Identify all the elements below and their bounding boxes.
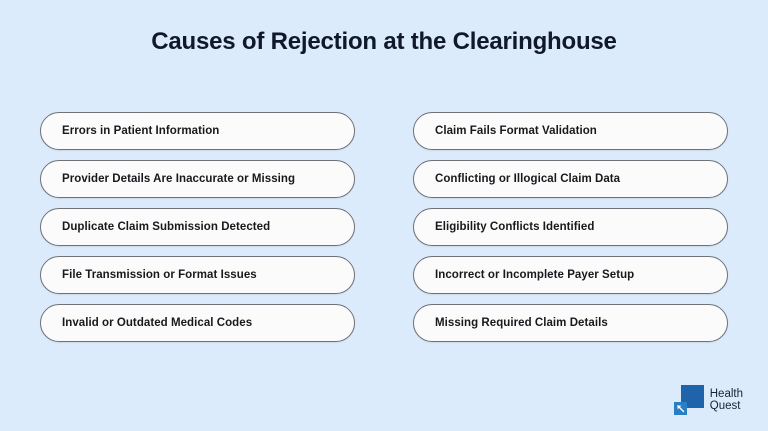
cause-item[interactable]: Invalid or Outdated Medical Codes	[40, 304, 355, 342]
cause-item[interactable]: Conflicting or Illogical Claim Data	[413, 160, 728, 198]
cause-item-label: Invalid or Outdated Medical Codes	[62, 317, 253, 329]
page-title: Causes of Rejection at the Clearinghouse	[151, 28, 617, 55]
causes-column-right: Claim Fails Format Validation Conflictin…	[413, 112, 728, 342]
cause-item-label: Incorrect or Incomplete Payer Setup	[435, 269, 635, 281]
cause-item-label: Conflicting or Illogical Claim Data	[435, 173, 621, 185]
brand-name-line-2: Quest	[709, 400, 741, 412]
cause-item[interactable]: Incorrect or Incomplete Payer Setup	[413, 256, 728, 294]
cause-item[interactable]: Errors in Patient Information	[40, 112, 355, 150]
cause-item-label: File Transmission or Format Issues	[62, 269, 257, 281]
health-quest-logo-icon	[673, 385, 704, 415]
arrow-up-left-icon	[676, 405, 685, 413]
logo-small-square-with-arrow	[673, 402, 687, 415]
brand-name-line-1: Health	[709, 388, 743, 400]
cause-item[interactable]: Claim Fails Format Validation	[413, 112, 728, 150]
cause-item-label: Missing Required Claim Details	[435, 317, 608, 329]
cause-item-label: Claim Fails Format Validation	[435, 125, 597, 137]
cause-item[interactable]: Missing Required Claim Details	[413, 304, 728, 342]
cause-item-label: Provider Details Are Inaccurate or Missi…	[62, 173, 296, 185]
cause-item-label: Errors in Patient Information	[62, 125, 220, 137]
causes-column-left: Errors in Patient Information Provider D…	[40, 112, 355, 342]
brand-logo-text: Health Quest	[710, 388, 743, 412]
causes-list: Errors in Patient Information Provider D…	[40, 112, 728, 342]
brand-logo: Health Quest	[673, 385, 743, 415]
cause-item[interactable]: Provider Details Are Inaccurate or Missi…	[40, 160, 355, 198]
cause-item[interactable]: Duplicate Claim Submission Detected	[40, 208, 355, 246]
cause-item-label: Duplicate Claim Submission Detected	[62, 221, 271, 233]
cause-item[interactable]: Eligibility Conflicts Identified	[413, 208, 728, 246]
cause-item-label: Eligibility Conflicts Identified	[435, 221, 595, 233]
cause-item[interactable]: File Transmission or Format Issues	[40, 256, 355, 294]
